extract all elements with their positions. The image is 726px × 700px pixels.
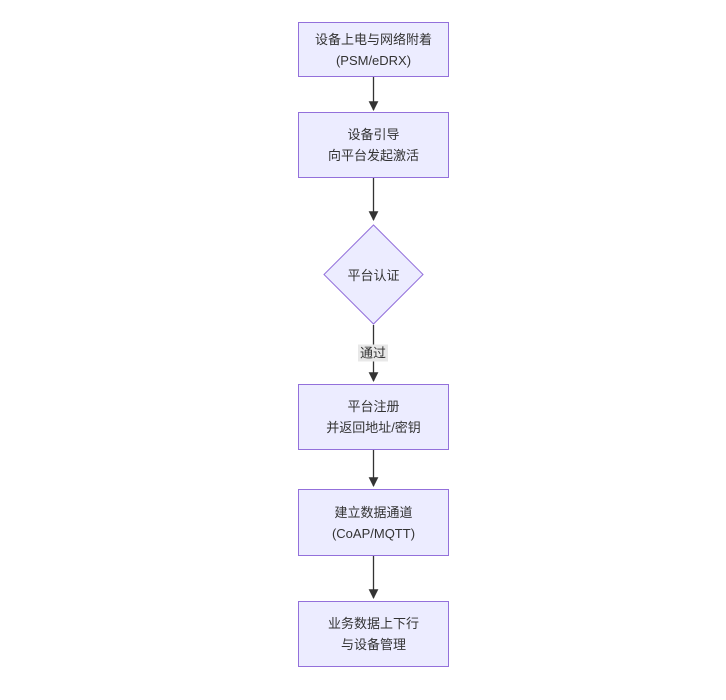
node-platform-auth: 平台认证 — [323, 224, 424, 325]
node-business-line2: 与设备管理 — [340, 637, 406, 652]
edge-label-pass: 通过 — [357, 344, 389, 362]
node-power-attach: 设备上电与网络附着 (PSM/eDRX) — [298, 22, 449, 77]
node-power-attach-line2: (PSM/eDRX) — [335, 52, 412, 68]
node-platform-auth-label: 平台认证 — [347, 268, 400, 283]
node-power-attach-line1: 设备上电与网络附着 — [314, 31, 432, 47]
node-register: 平台注册 并返回地址/密钥 — [298, 384, 449, 450]
node-business: 业务数据上下行 与设备管理 — [298, 601, 449, 667]
node-register-line1: 平台注册 — [347, 399, 400, 414]
node-bootstrap: 设备引导 向平台发起激活 — [298, 112, 449, 178]
node-business-line1: 业务数据上下行 — [327, 616, 419, 631]
node-data-channel-line1: 建立数据通道 — [334, 504, 413, 520]
node-bootstrap-line2: 向平台发起激活 — [327, 148, 419, 163]
node-bootstrap-line1: 设备引导 — [347, 127, 400, 142]
node-data-channel: 建立数据通道 (CoAP/MQTT) — [298, 489, 449, 556]
node-register-line2: 并返回地址/密钥 — [326, 420, 421, 435]
node-data-channel-line2: (CoAP/MQTT) — [331, 525, 416, 541]
